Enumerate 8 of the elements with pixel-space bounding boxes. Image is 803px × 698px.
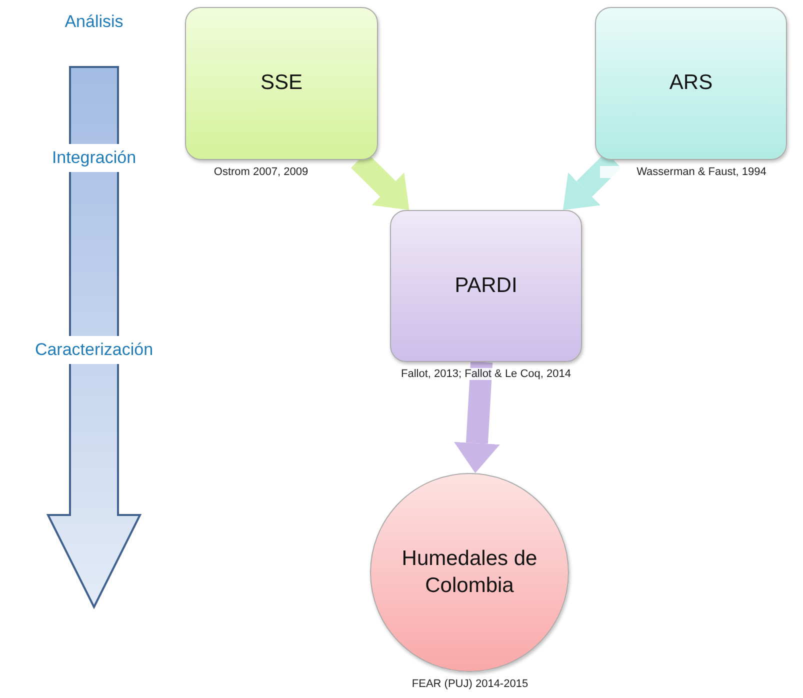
node-title: Humedales de Colombia <box>400 546 538 598</box>
node-title: ARS <box>668 70 714 96</box>
process-box <box>185 7 378 160</box>
node-title: PARDI <box>454 272 518 299</box>
node-title: SSE <box>259 70 304 96</box>
process-box <box>595 7 787 160</box>
process-box <box>390 210 582 362</box>
block-arrow <box>454 361 500 474</box>
